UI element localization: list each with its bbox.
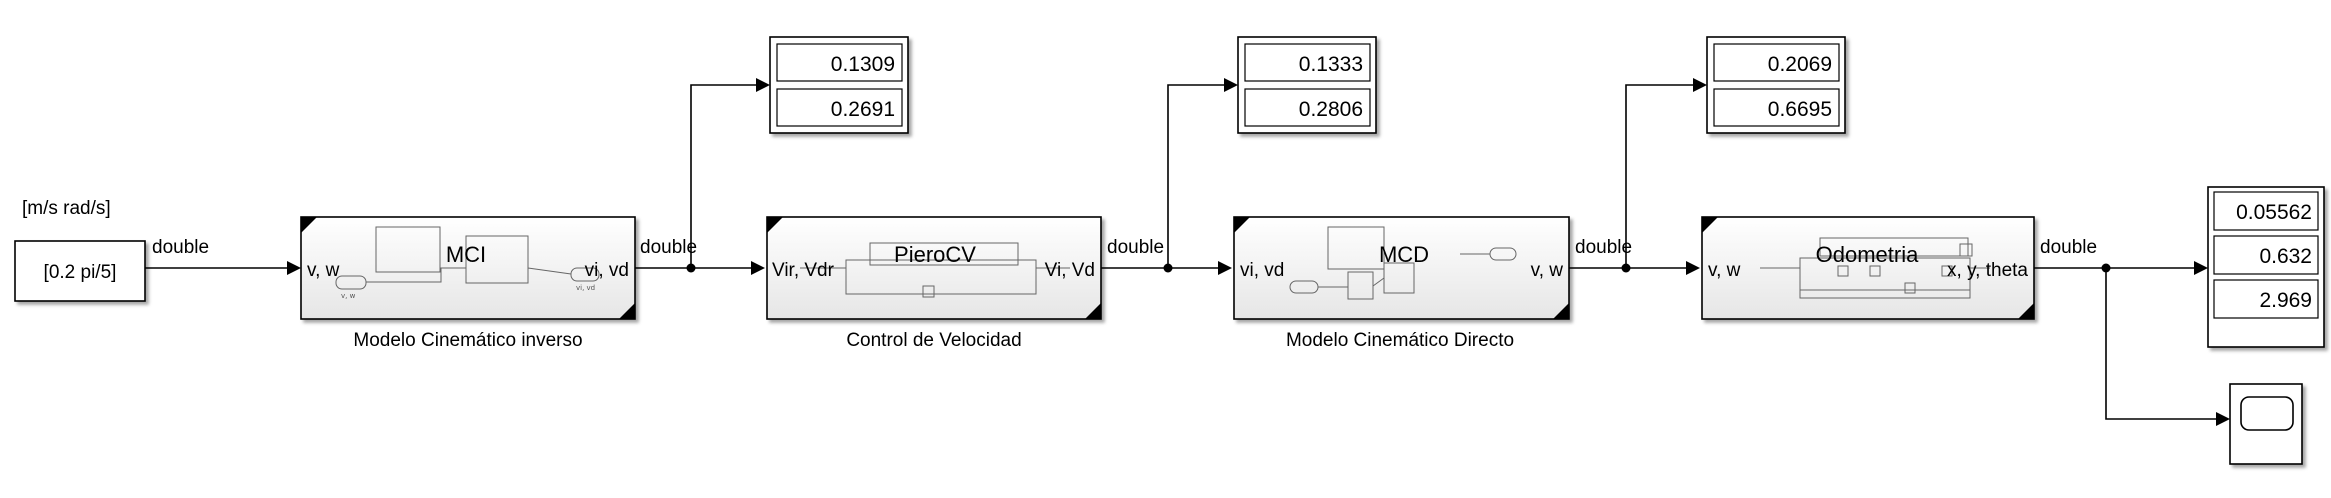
subsystem-caption: Control de Velocidad [846,330,1021,351]
signal-type-label: double [1575,237,1632,258]
subsystem-preview [800,242,1070,298]
subsystem-preview [1760,237,1990,299]
subsystem-title: PieroCV [894,242,976,267]
subsystem-title: Odometria [1816,242,1919,267]
subsystem-mcd[interactable]: MCD vi, vd v, w [1233,216,1570,320]
display-value: 0.1309 [831,53,895,76]
mini-port-label: v, w [341,292,356,300]
input-port-label: v, w [1708,260,1741,281]
input-port-label: vi, vd [1240,260,1284,281]
display-value: 0.2691 [831,98,895,121]
subsystem-title: MCD [1379,242,1429,267]
subsystem-caption: Modelo Cinemático inverso [353,330,582,351]
subsystem-preview: v, w vi, vd [335,226,600,300]
display-value: 0.1333 [1299,53,1363,76]
output-port-label: v, w [1531,260,1564,281]
subsystem-preview [1289,226,1517,300]
input-port-label: v, w [307,260,340,281]
signal-type-label: double [152,237,209,258]
signal-type-label: double [640,237,697,258]
signal-wires [145,78,2230,426]
subsystem-title: MCI [446,242,486,267]
scope-icon [2240,396,2294,431]
display-block-1[interactable]: 0.1309 0.2691 [769,36,909,134]
output-port-label: x, y, theta [1947,260,2028,281]
input-port-label: Vir, Vdr [772,260,835,281]
display-value: 0.05562 [2236,201,2312,224]
display-value: 0.2806 [1299,98,1363,121]
subsystem-mci[interactable]: v, w vi, vd MCI v, w vi, vd [300,216,636,320]
scope-block[interactable] [2229,383,2303,465]
signal-type-label: double [1107,237,1164,258]
display-value: 0.6695 [1768,98,1832,121]
display-block-3[interactable]: 0.2069 0.6695 [1706,36,1846,134]
signal-type-label: double [2040,237,2097,258]
subsystem-caption: Modelo Cinemático Directo [1286,330,1514,351]
display-block-4[interactable]: 0.05562 0.632 2.969 [2207,186,2325,348]
display-value: 0.632 [2259,245,2312,268]
constant-value: [0.2 pi/5] [44,262,117,283]
subsystem-control-velocidad[interactable]: PieroCV Vir, Vdr Vi, Vd [766,216,1102,320]
display-block-2[interactable]: 0.1333 0.2806 [1237,36,1377,134]
constant-unit-label: [m/s rad/s] [22,198,111,219]
output-port-label: Vi, Vd [1045,260,1095,281]
subsystem-odometria[interactable]: Odometria v, w x, y, theta [1701,216,2035,320]
mini-port-label: vi, vd [576,284,595,292]
constant-block[interactable]: [0.2 pi/5] [14,240,146,302]
display-value: 2.969 [2259,289,2312,312]
display-value: 0.2069 [1768,53,1832,76]
output-port-label: vi, vd [585,260,629,281]
